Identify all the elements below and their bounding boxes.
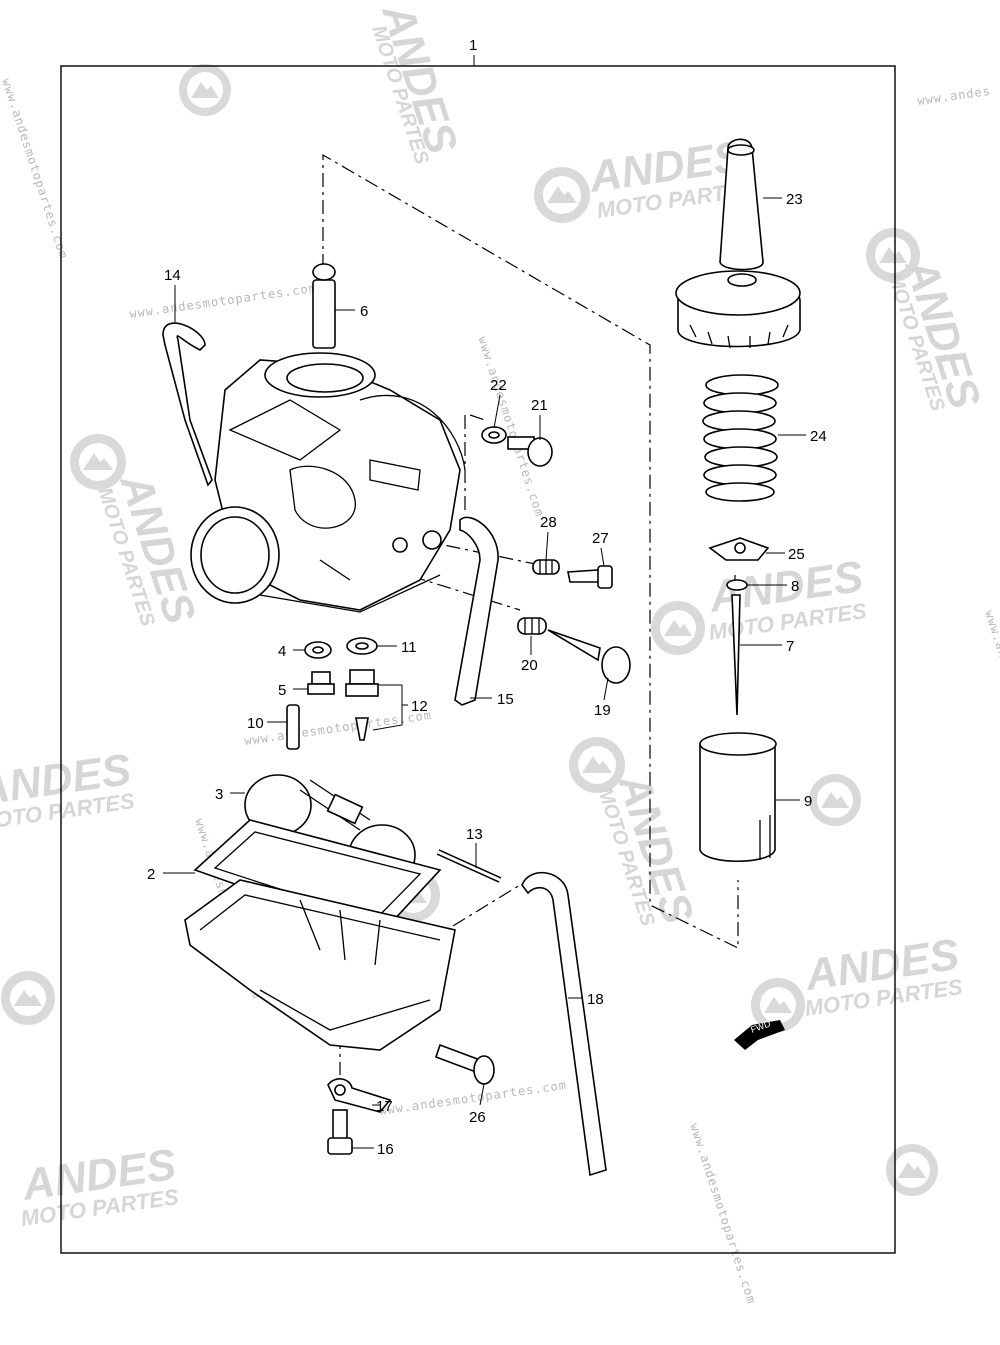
part-4-washer (304, 641, 332, 659)
callout-1: 1 (469, 37, 477, 54)
part-5-jet (307, 671, 335, 695)
assembly-frame: 1 (60, 37, 896, 1254)
part-float-bowl (184, 879, 456, 1051)
watermark-logo-icon (866, 228, 920, 282)
part-top-cap (675, 270, 801, 349)
part-11-washer (346, 637, 378, 655)
fwd-arrow-icon: FWD (734, 1018, 785, 1050)
part-20-spring (517, 617, 547, 635)
watermark-url: www.andes (982, 609, 1000, 684)
watermark-url: www.andesmotopartes.com (0, 77, 71, 261)
part-23-cap-boot (719, 138, 764, 271)
callout-4: 4 (278, 643, 286, 660)
callout-6: 6 (360, 303, 368, 320)
callout-2: 2 (147, 866, 155, 883)
part-12-float-valve (345, 669, 379, 741)
watermark-url: www.andesmotopartes.com (475, 335, 547, 519)
watermark-url: www.andesmotopartes.com (243, 708, 432, 748)
callout-3: 3 (215, 786, 223, 803)
callout-16: 16 (377, 1141, 394, 1158)
part-24-spring (702, 374, 779, 502)
part-16-bolt (327, 1109, 353, 1155)
part-6-nozzle (312, 263, 336, 349)
watermark-layer: ANDES MOTO PARTES ANDES MOTO PARTES ANDE… (0, 0, 1000, 1306)
callout-17: 17 (376, 1098, 393, 1115)
part-10-jet (286, 704, 300, 750)
callout-27: 27 (592, 530, 609, 547)
callout-10: 10 (247, 715, 264, 732)
callout-5: 5 (278, 682, 286, 699)
part-22-washer (481, 426, 507, 444)
watermark-url: www.andes (916, 84, 991, 108)
callout-15: 15 (497, 691, 514, 708)
callout-8: 8 (791, 578, 799, 595)
callout-7: 7 (786, 638, 794, 655)
callout-25: 25 (788, 546, 805, 563)
callout-13: 13 (466, 826, 483, 843)
callout-24: 24 (810, 428, 827, 445)
watermark-logo-icon (751, 978, 805, 1032)
callout-11: 11 (401, 639, 417, 656)
watermark-logo-icon (809, 774, 861, 826)
part-27-screw (567, 565, 613, 589)
callout-18: 18 (587, 991, 604, 1008)
callout-23: 23 (786, 191, 803, 208)
part-14-hose (162, 322, 213, 487)
part-21-screw (507, 436, 553, 467)
watermark-logo-icon (534, 167, 590, 223)
watermark-logo-icon (70, 434, 126, 490)
part-9-throttle-slide (699, 732, 777, 863)
part-7-needle (731, 594, 741, 716)
part-carburetor-body (190, 352, 466, 613)
part-25-retainer (708, 537, 770, 561)
callout-labels: 23 24 25 8 7 9 6 14 22 21 28 27 20 19 15… (147, 191, 827, 1158)
callout-22: 22 (490, 377, 507, 394)
callout-20: 20 (521, 657, 538, 674)
callout-19: 19 (594, 702, 611, 719)
callout-28: 28 (540, 514, 557, 531)
watermark-logo-icon (651, 601, 705, 655)
watermark-url: www.andesmotopartes.com (687, 1122, 759, 1306)
watermark-logo-icon (569, 737, 625, 793)
callout-21: 21 (531, 397, 548, 414)
part-13-float-pin (436, 849, 502, 883)
watermark-url: www.andesmotopartes.com (128, 281, 317, 321)
part-19-screw (547, 629, 631, 684)
watermark-logo-icon (179, 64, 231, 116)
part-17-bracket (327, 1078, 392, 1113)
part-26-drain-screw (434, 1043, 495, 1085)
part-8-clip (726, 579, 748, 591)
part-15-hose (454, 516, 499, 706)
part-28-spring (532, 559, 560, 575)
callout-26: 26 (469, 1109, 486, 1126)
watermark-logo-icon (1, 971, 55, 1025)
callout-leaders (163, 197, 806, 1149)
callout-9: 9 (804, 793, 812, 810)
callout-14: 14 (164, 267, 181, 284)
watermark-logo-icon (886, 1144, 938, 1196)
part-18-hose (521, 871, 607, 1177)
callout-12: 12 (411, 698, 428, 715)
